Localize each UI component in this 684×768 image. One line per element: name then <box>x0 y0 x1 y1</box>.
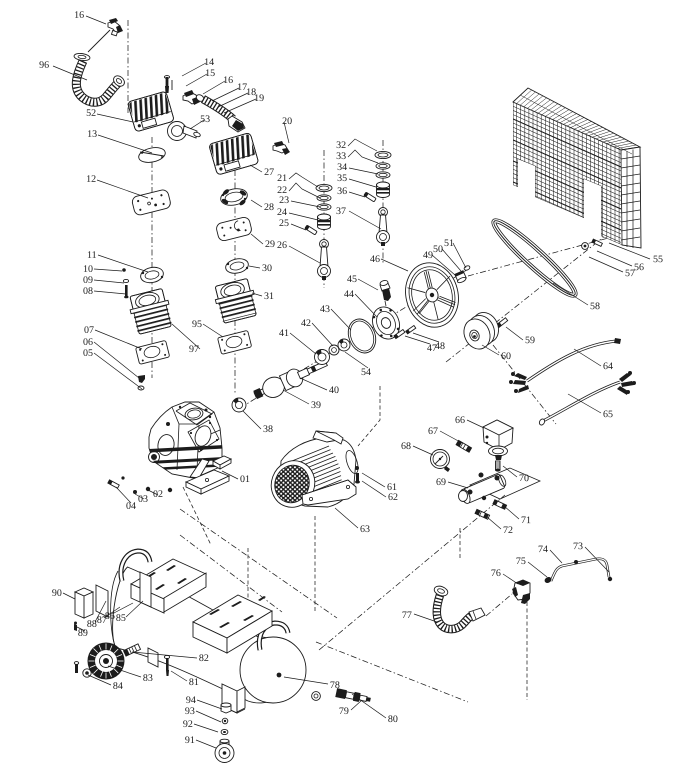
svg-text:29: 29 <box>265 239 275 250</box>
svg-text:14: 14 <box>204 57 214 68</box>
svg-text:25: 25 <box>279 218 289 229</box>
svg-text:97: 97 <box>189 344 199 355</box>
svg-text:34: 34 <box>337 162 347 173</box>
svg-text:58: 58 <box>590 301 600 312</box>
svg-text:32: 32 <box>336 140 346 151</box>
svg-text:31: 31 <box>264 291 274 302</box>
svg-text:67: 67 <box>428 426 438 437</box>
svg-text:23: 23 <box>279 195 289 206</box>
svg-text:50: 50 <box>433 244 443 255</box>
svg-text:72: 72 <box>503 525 513 536</box>
svg-text:39: 39 <box>311 400 321 411</box>
svg-text:33: 33 <box>336 151 346 162</box>
svg-text:80: 80 <box>388 714 398 725</box>
svg-text:68: 68 <box>401 441 411 452</box>
svg-text:46: 46 <box>370 254 380 265</box>
svg-text:82: 82 <box>199 653 209 664</box>
svg-text:71: 71 <box>521 515 531 526</box>
svg-text:84: 84 <box>113 681 123 692</box>
svg-text:89: 89 <box>78 628 88 639</box>
svg-text:45: 45 <box>347 274 357 285</box>
svg-text:01: 01 <box>240 474 250 485</box>
svg-text:81: 81 <box>189 677 199 688</box>
svg-text:86: 86 <box>105 611 115 622</box>
svg-text:05: 05 <box>83 348 93 359</box>
svg-text:78: 78 <box>330 680 340 691</box>
svg-text:95: 95 <box>192 319 202 330</box>
svg-text:19: 19 <box>254 93 264 104</box>
svg-text:47: 47 <box>427 343 437 354</box>
svg-text:24: 24 <box>277 207 287 218</box>
svg-text:51: 51 <box>444 238 454 249</box>
svg-text:77: 77 <box>402 610 412 621</box>
svg-text:20: 20 <box>282 116 292 127</box>
svg-text:15: 15 <box>205 68 215 79</box>
svg-text:30: 30 <box>262 263 272 274</box>
svg-text:10: 10 <box>83 264 93 275</box>
svg-text:36: 36 <box>337 186 347 197</box>
svg-text:93: 93 <box>185 706 195 717</box>
svg-text:63: 63 <box>360 524 370 535</box>
svg-text:87: 87 <box>97 615 107 626</box>
svg-text:37: 37 <box>336 206 346 217</box>
svg-text:54: 54 <box>361 367 371 378</box>
svg-text:28: 28 <box>264 202 274 213</box>
svg-text:03: 03 <box>138 494 148 505</box>
svg-text:49: 49 <box>423 250 433 261</box>
svg-text:11: 11 <box>87 250 97 261</box>
svg-text:66: 66 <box>455 415 465 426</box>
svg-text:21: 21 <box>277 173 287 184</box>
svg-text:57: 57 <box>625 268 635 279</box>
svg-text:13: 13 <box>87 129 97 140</box>
svg-text:48: 48 <box>435 341 445 352</box>
svg-text:22: 22 <box>277 185 287 196</box>
svg-text:35: 35 <box>337 173 347 184</box>
svg-text:16: 16 <box>223 75 233 86</box>
svg-text:04: 04 <box>126 501 136 512</box>
svg-text:61: 61 <box>387 482 397 493</box>
svg-text:56: 56 <box>634 262 644 273</box>
svg-text:60: 60 <box>501 351 511 362</box>
svg-text:06: 06 <box>83 337 93 348</box>
svg-text:12: 12 <box>86 174 96 185</box>
svg-text:09: 09 <box>83 275 93 286</box>
svg-text:88: 88 <box>87 619 97 630</box>
svg-text:27: 27 <box>264 167 274 178</box>
svg-text:79: 79 <box>339 706 349 717</box>
svg-text:38: 38 <box>263 424 273 435</box>
svg-text:08: 08 <box>83 286 93 297</box>
svg-text:59: 59 <box>525 335 535 346</box>
svg-text:18: 18 <box>246 87 256 98</box>
svg-text:74: 74 <box>538 544 548 555</box>
svg-text:75: 75 <box>516 556 526 567</box>
svg-text:17: 17 <box>237 82 247 93</box>
svg-text:16: 16 <box>74 10 84 21</box>
svg-text:43: 43 <box>320 304 330 315</box>
svg-text:62: 62 <box>388 492 398 503</box>
svg-text:91: 91 <box>185 735 195 746</box>
svg-text:40: 40 <box>329 385 339 396</box>
svg-text:42: 42 <box>301 318 311 329</box>
svg-text:65: 65 <box>603 409 613 420</box>
svg-text:52: 52 <box>86 108 96 119</box>
svg-text:64: 64 <box>603 361 613 372</box>
svg-text:83: 83 <box>143 673 153 684</box>
svg-text:44: 44 <box>344 289 354 300</box>
svg-text:53: 53 <box>200 114 210 125</box>
svg-text:85: 85 <box>116 613 126 624</box>
svg-text:76: 76 <box>491 568 501 579</box>
svg-text:26: 26 <box>277 240 287 251</box>
svg-text:02: 02 <box>153 489 163 500</box>
svg-text:96: 96 <box>39 60 49 71</box>
svg-text:90: 90 <box>52 588 62 599</box>
svg-text:70: 70 <box>519 473 529 484</box>
svg-text:92: 92 <box>183 719 193 730</box>
svg-text:55: 55 <box>653 254 663 265</box>
svg-text:69: 69 <box>436 477 446 488</box>
svg-text:73: 73 <box>573 541 583 552</box>
svg-text:07: 07 <box>84 325 94 336</box>
svg-text:94: 94 <box>186 695 196 706</box>
svg-text:41: 41 <box>279 328 289 339</box>
